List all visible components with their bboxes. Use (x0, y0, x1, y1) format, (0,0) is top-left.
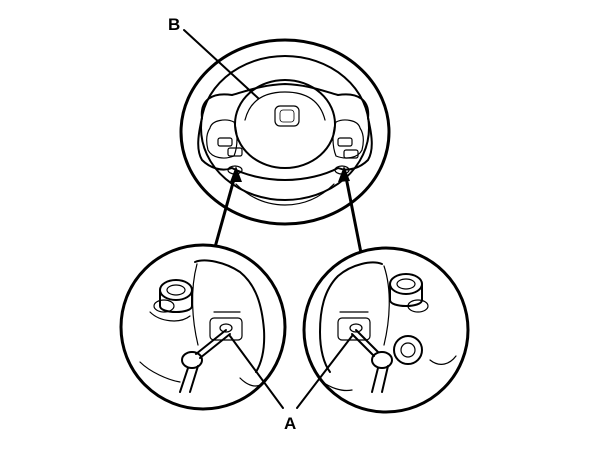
left-switch-panel (206, 119, 243, 159)
left-arrowhead (230, 166, 242, 182)
right-arrowhead (338, 166, 350, 182)
callout-label-b: B (168, 15, 180, 34)
callout-leaders (183, 29, 353, 409)
left-detail-view (119, 243, 287, 411)
callout-label-a: A (284, 414, 296, 433)
leader-arrows (210, 166, 364, 260)
right-switch-panel (332, 119, 364, 159)
airbag-module (234, 79, 336, 169)
steering-wheel (179, 38, 391, 226)
right-detail-view (302, 246, 470, 414)
